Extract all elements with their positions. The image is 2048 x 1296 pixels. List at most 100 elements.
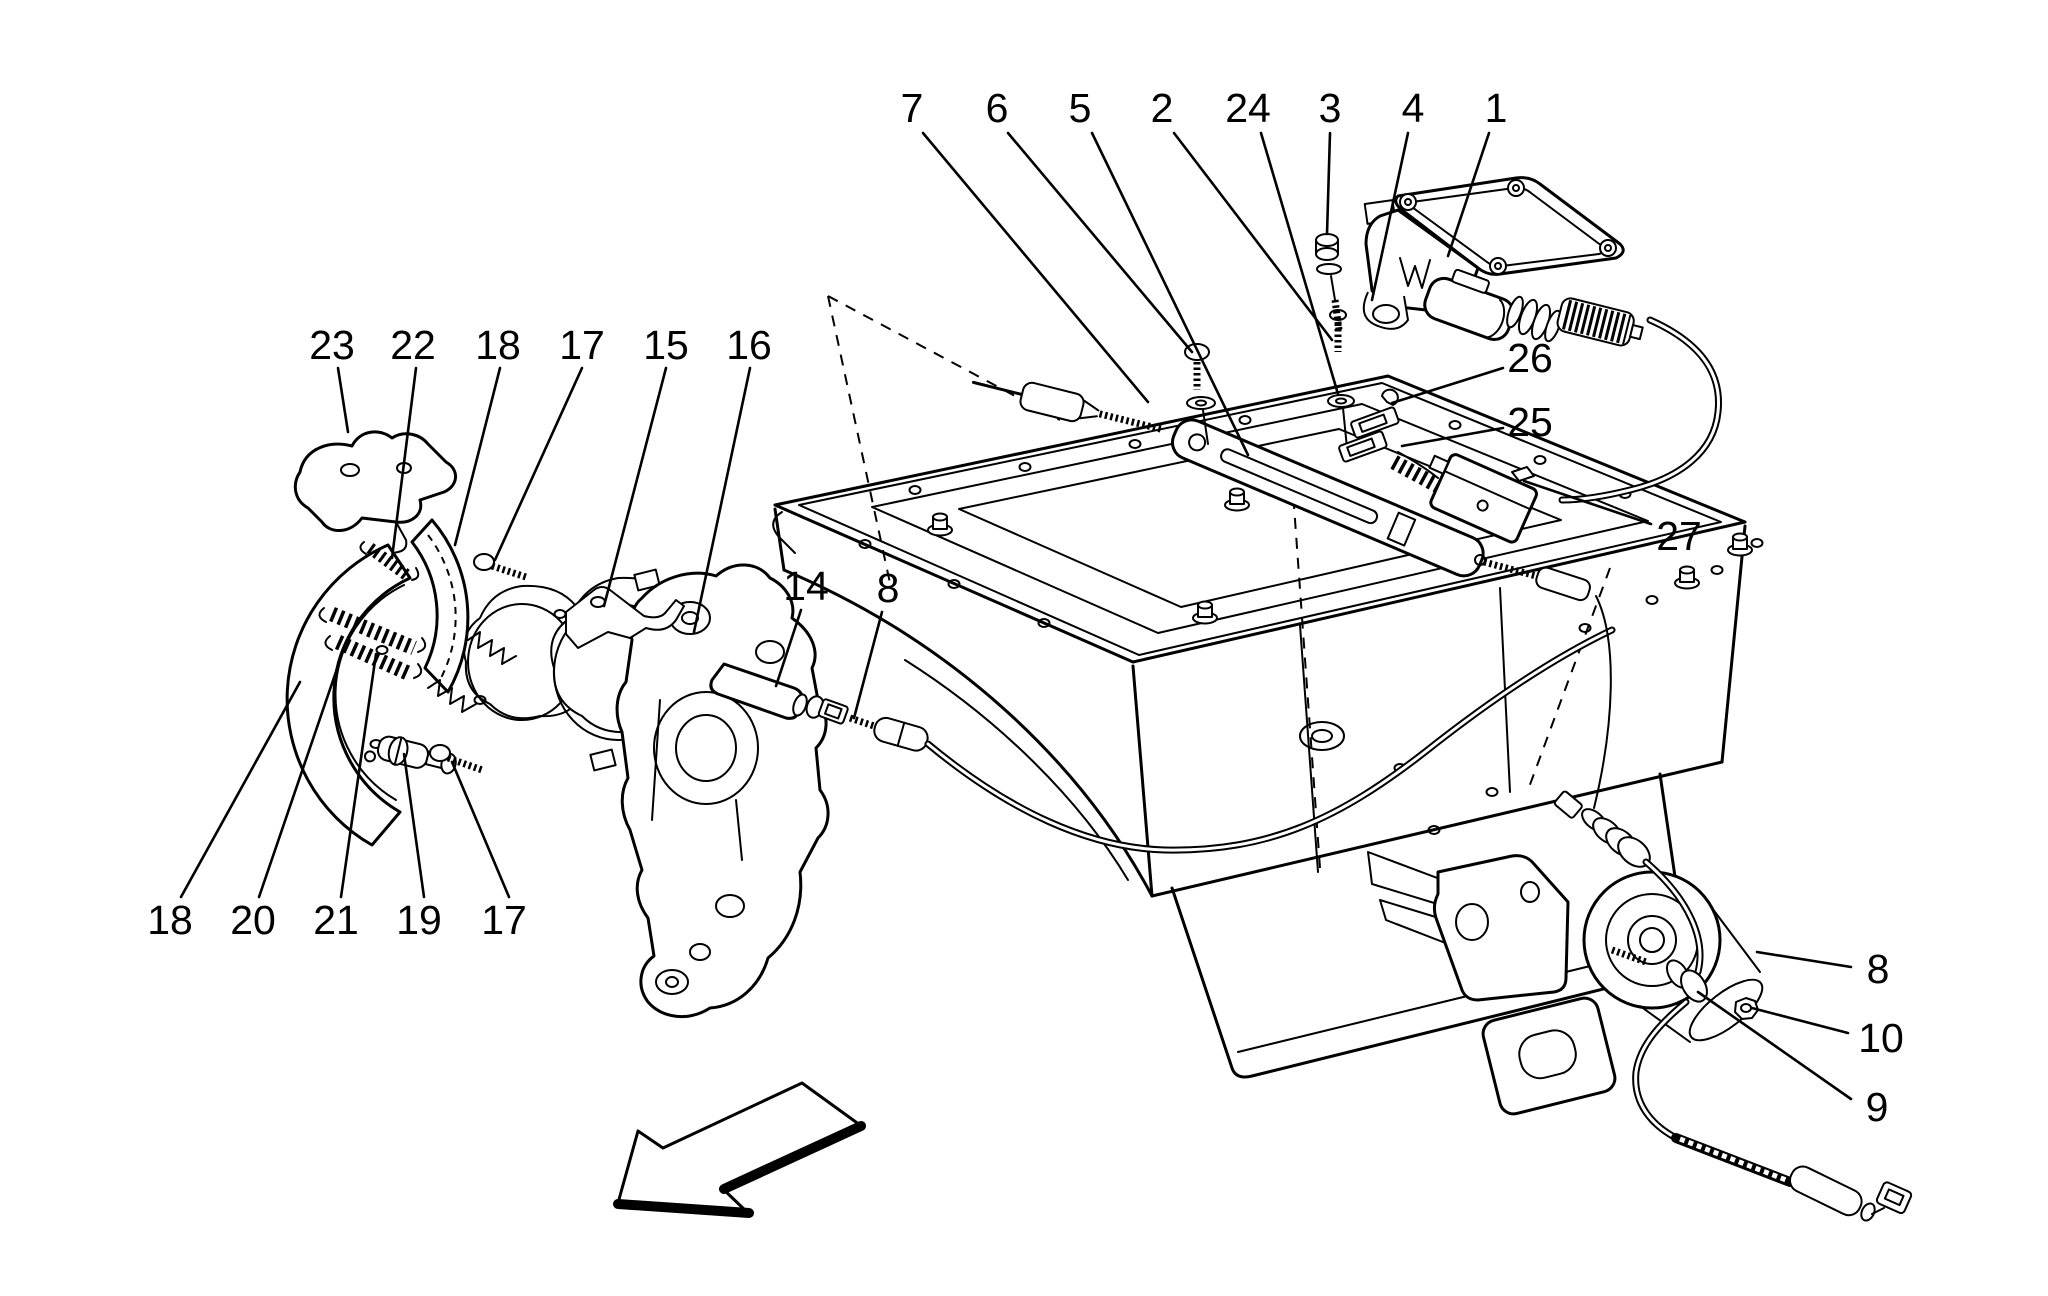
leader-line — [1259, 131, 1340, 396]
handbrake-actuator — [1362, 176, 1723, 504]
leader-line — [1006, 131, 1194, 354]
brake-shoe-right — [410, 518, 470, 694]
callout-number: 3 — [1319, 85, 1342, 131]
long-return-spring-2 — [324, 635, 423, 681]
callout-number: 21 — [313, 897, 359, 943]
callout-5-2: 5 — [1069, 85, 1250, 457]
callout-number: 20 — [230, 897, 276, 943]
callout-18-13: 18 — [453, 322, 521, 547]
callout-15-15: 15 — [602, 322, 689, 608]
callout-number: 27 — [1656, 513, 1702, 559]
suspension-bracket — [1432, 854, 1570, 1002]
cable-boot — [709, 662, 804, 720]
leader-line — [1696, 990, 1853, 1101]
leader-line — [692, 366, 752, 634]
callout-number: 8 — [1867, 946, 1890, 992]
callout-23-11: 23 — [309, 322, 355, 434]
pivot-nut — [1315, 233, 1343, 331]
callout-24-4: 24 — [1225, 85, 1340, 396]
callout-number: 25 — [1507, 399, 1553, 445]
callout-9-26: 9 — [1696, 990, 1889, 1130]
leader-line — [1390, 366, 1505, 405]
callout-number: 22 — [390, 322, 436, 368]
leader-line — [852, 610, 884, 720]
callout-number: 16 — [726, 322, 772, 368]
equalizer-right-cable-end — [1474, 554, 1612, 809]
callout-8-24: 8 — [1755, 946, 1890, 992]
suspension-assembly — [1367, 790, 1913, 1222]
callout-25-9: 25 — [1400, 399, 1553, 448]
brake-shoe-left — [285, 543, 412, 847]
leader-line — [921, 131, 1150, 404]
leader-line — [179, 680, 302, 899]
leader-line — [1172, 131, 1334, 342]
leader-line — [402, 752, 426, 899]
cable-connectors — [1338, 406, 1439, 479]
leader-line — [1400, 426, 1505, 448]
callout-number: 2 — [1151, 85, 1174, 131]
actuator-knurled-sleeve — [1556, 297, 1644, 347]
equalizer-spring — [1390, 455, 1444, 494]
equalizer-assembly — [971, 233, 1612, 809]
leader-line — [1446, 131, 1491, 258]
callout-10-25: 10 — [1750, 1006, 1904, 1061]
leader-line — [336, 366, 350, 434]
leader-line — [1522, 479, 1653, 526]
leader-line — [1090, 131, 1250, 457]
actuator-cover — [1394, 176, 1625, 276]
callout-number: 17 — [481, 897, 527, 943]
callout-number: 15 — [643, 322, 689, 368]
callout-18-19: 18 — [147, 680, 302, 943]
clip-27 — [1511, 466, 1535, 482]
upper-return-spring — [359, 541, 420, 581]
callout-20-20: 20 — [230, 658, 342, 943]
callout-17-14: 17 — [493, 322, 605, 562]
callout-number: 10 — [1858, 1015, 1904, 1061]
cable-junction-module — [1428, 453, 1538, 544]
callout-3-5: 3 — [1319, 85, 1342, 236]
leader-line — [1750, 1006, 1850, 1035]
leader-line — [390, 366, 418, 560]
handbrake-shoe-assembly — [285, 430, 685, 847]
callout-27-10: 27 — [1522, 479, 1702, 559]
callout-26-8: 26 — [1390, 335, 1553, 405]
callout-14-17: 14 — [774, 563, 829, 688]
rear-cable — [1553, 790, 1913, 1222]
callout-number: 5 — [1069, 85, 1092, 131]
callout-21-21: 21 — [313, 652, 378, 943]
callout-number: 19 — [396, 897, 442, 943]
leader-line — [1370, 131, 1410, 302]
callout-number: 1 — [1485, 85, 1508, 131]
callout-number: 17 — [559, 322, 605, 368]
callout-6-1: 6 — [986, 85, 1194, 354]
shoe-anchor-bracket — [565, 586, 685, 649]
leader-line — [257, 658, 342, 899]
cable-terminal — [1875, 1181, 1913, 1215]
callout-7-0: 7 — [901, 85, 1150, 404]
callout-number: 18 — [475, 322, 521, 368]
cable-sleeve — [1788, 1165, 1863, 1217]
leader-line — [453, 366, 502, 547]
leader-line — [450, 760, 511, 899]
callout-1-7: 1 — [1446, 85, 1508, 258]
callout-number: 6 — [986, 85, 1009, 131]
callout-number: 18 — [147, 897, 193, 943]
callout-number: 9 — [1866, 1084, 1889, 1130]
slotted-bracket — [1481, 996, 1617, 1116]
leader-line — [493, 366, 584, 562]
callout-number: 24 — [1225, 85, 1271, 131]
shoe-lever — [293, 430, 457, 532]
callout-2-3: 2 — [1151, 85, 1334, 342]
equalizer-left-cable-end — [971, 380, 1163, 433]
rear-knuckle — [615, 563, 830, 1019]
callout-number: 26 — [1507, 335, 1553, 381]
front-cable-assembly — [709, 626, 1616, 854]
callout-19-22: 19 — [396, 752, 442, 943]
direction-arrow — [613, 1081, 866, 1218]
leader-line — [339, 652, 378, 899]
callout-number: 14 — [783, 563, 829, 609]
callout-22-12: 22 — [390, 322, 436, 560]
shoe-bolt-upper — [473, 553, 528, 581]
